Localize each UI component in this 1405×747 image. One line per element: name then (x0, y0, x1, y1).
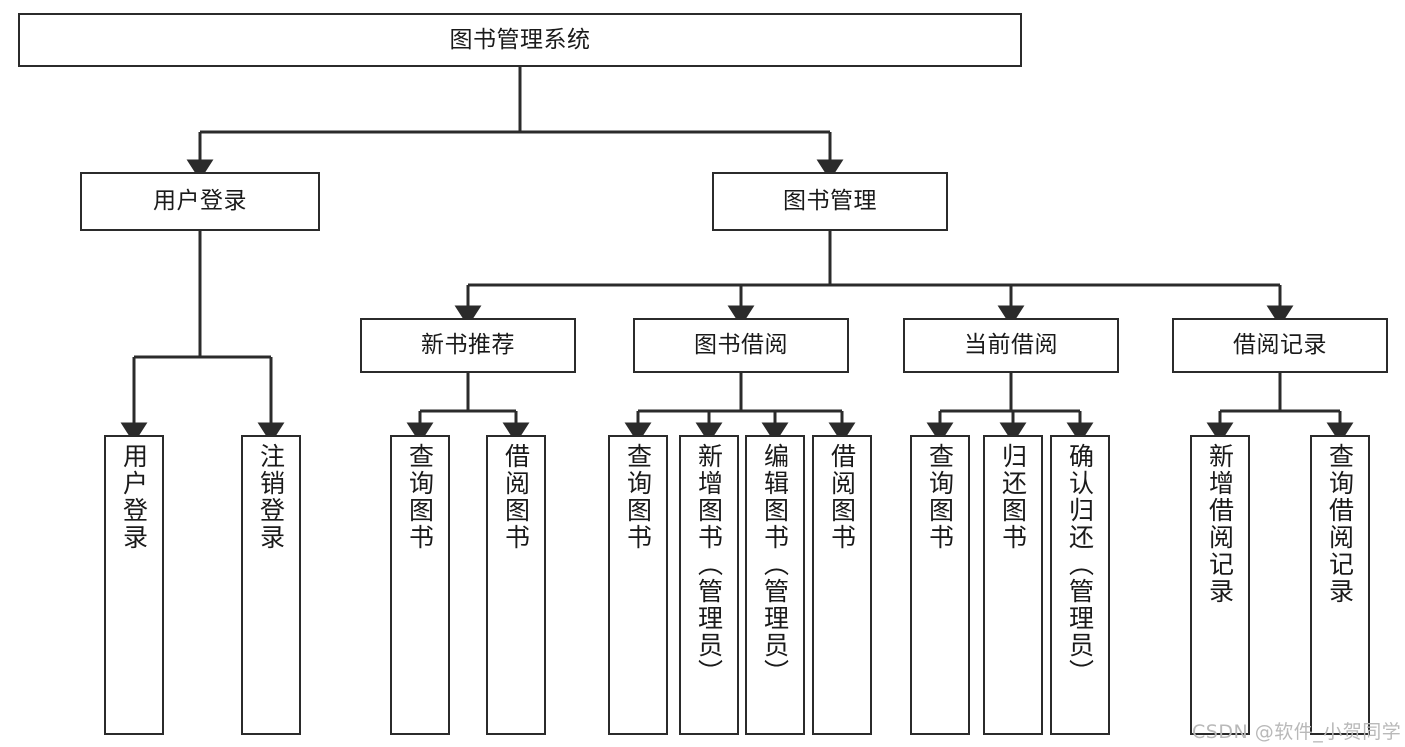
node-leaf-borrow-book-2-label: 借阅图书 (827, 443, 857, 551)
node-leaf-query-book-2-label: 查询图书 (623, 443, 653, 551)
node-leaf-borrow-book-2[interactable]: 借阅图书 (812, 435, 872, 735)
node-leaf-edit-book[interactable]: 编辑图书（管理员） (745, 435, 805, 735)
node-leaf-add-record-label: 新增借阅记录 (1205, 443, 1235, 605)
node-book-borrow-label: 图书借阅 (694, 332, 788, 359)
node-leaf-borrow-book-1[interactable]: 借阅图书 (486, 435, 546, 735)
node-user-login[interactable]: 用户登录 (80, 172, 320, 231)
node-leaf-user-logout-label: 注销登录 (256, 443, 286, 551)
node-root[interactable]: 图书管理系统 (18, 13, 1022, 67)
node-user-login-label: 用户登录 (153, 188, 247, 215)
node-leaf-add-book-label: 新增图书（管理员） (694, 443, 724, 686)
node-book-borrow[interactable]: 图书借阅 (633, 318, 849, 373)
node-leaf-confirm-return[interactable]: 确认归还（管理员） (1050, 435, 1110, 735)
node-leaf-confirm-return-label: 确认归还（管理员） (1065, 443, 1095, 686)
csdn-watermark: CSDN @软件_小贺同学 (1192, 721, 1402, 743)
node-leaf-edit-book-label: 编辑图书（管理员） (760, 443, 790, 686)
node-new-book-recommend[interactable]: 新书推荐 (360, 318, 576, 373)
node-leaf-query-book-1-label: 查询图书 (405, 443, 435, 551)
node-leaf-borrow-book-1-label: 借阅图书 (501, 443, 531, 551)
node-leaf-user-logout[interactable]: 注销登录 (241, 435, 301, 735)
node-leaf-user-login[interactable]: 用户登录 (104, 435, 164, 735)
node-leaf-return-book-label: 归还图书 (998, 443, 1028, 551)
node-book-manage[interactable]: 图书管理 (712, 172, 948, 231)
node-leaf-query-record-label: 查询借阅记录 (1325, 443, 1355, 605)
node-leaf-user-login-label: 用户登录 (119, 443, 149, 551)
node-leaf-return-book[interactable]: 归还图书 (983, 435, 1043, 735)
node-borrow-record-label: 借阅记录 (1233, 332, 1327, 359)
node-leaf-query-book-3[interactable]: 查询图书 (910, 435, 970, 735)
node-current-borrow-label: 当前借阅 (964, 332, 1058, 359)
node-leaf-query-book-3-label: 查询图书 (925, 443, 955, 551)
node-leaf-add-record[interactable]: 新增借阅记录 (1190, 435, 1250, 735)
node-new-book-recommend-label: 新书推荐 (421, 332, 515, 359)
node-leaf-query-book-2[interactable]: 查询图书 (608, 435, 668, 735)
node-borrow-record[interactable]: 借阅记录 (1172, 318, 1388, 373)
node-leaf-query-record[interactable]: 查询借阅记录 (1310, 435, 1370, 735)
node-current-borrow[interactable]: 当前借阅 (903, 318, 1119, 373)
node-book-manage-label: 图书管理 (783, 188, 877, 215)
node-leaf-query-book-1[interactable]: 查询图书 (390, 435, 450, 735)
node-root-label: 图书管理系统 (449, 26, 591, 53)
node-leaf-add-book[interactable]: 新增图书（管理员） (679, 435, 739, 735)
